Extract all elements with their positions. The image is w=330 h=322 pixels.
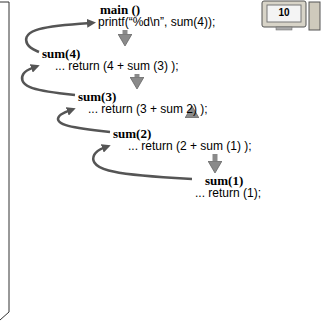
call-arrow (213, 154, 218, 163)
screen-output: 10 (267, 7, 301, 19)
monitor-screen (267, 5, 301, 22)
call-arrow (135, 74, 140, 79)
function-call: sum(2) (113, 127, 252, 140)
computer-icon (262, 1, 320, 30)
call-frame: sum(4)... return (4 + sum (3) ); (42, 47, 179, 73)
monitor-stand (276, 27, 292, 30)
code-line: ... return (4 + sum (3) ); (55, 60, 179, 73)
call-arrow (190, 116, 195, 117)
call-frame: main ()printf(“%d\n”, sum(4)); (98, 3, 215, 29)
function-call: sum(1) (205, 174, 261, 187)
call-frame: sum(2)... return (2 + sum (1) ); (113, 127, 252, 153)
function-call: sum(3) (78, 90, 208, 103)
call-frame: sum(3)... return (3 + sum 2) ); (78, 90, 208, 116)
code-line: ... return (1); (195, 187, 261, 200)
code-line: printf(“%d\n”, sum(4)); (98, 16, 215, 29)
code-line: ... return (2 + sum (1) ); (128, 140, 252, 153)
monitor-body (262, 1, 306, 27)
call-frame: sum(1)... return (1); (195, 174, 261, 200)
code-line: ... return (3 + sum 2) ); (88, 103, 208, 116)
frame-line (0, 2, 9, 320)
call-arrow (123, 30, 128, 36)
function-call: main () (100, 3, 215, 16)
computer-tower (309, 2, 320, 30)
function-call: sum(4) (42, 47, 179, 60)
